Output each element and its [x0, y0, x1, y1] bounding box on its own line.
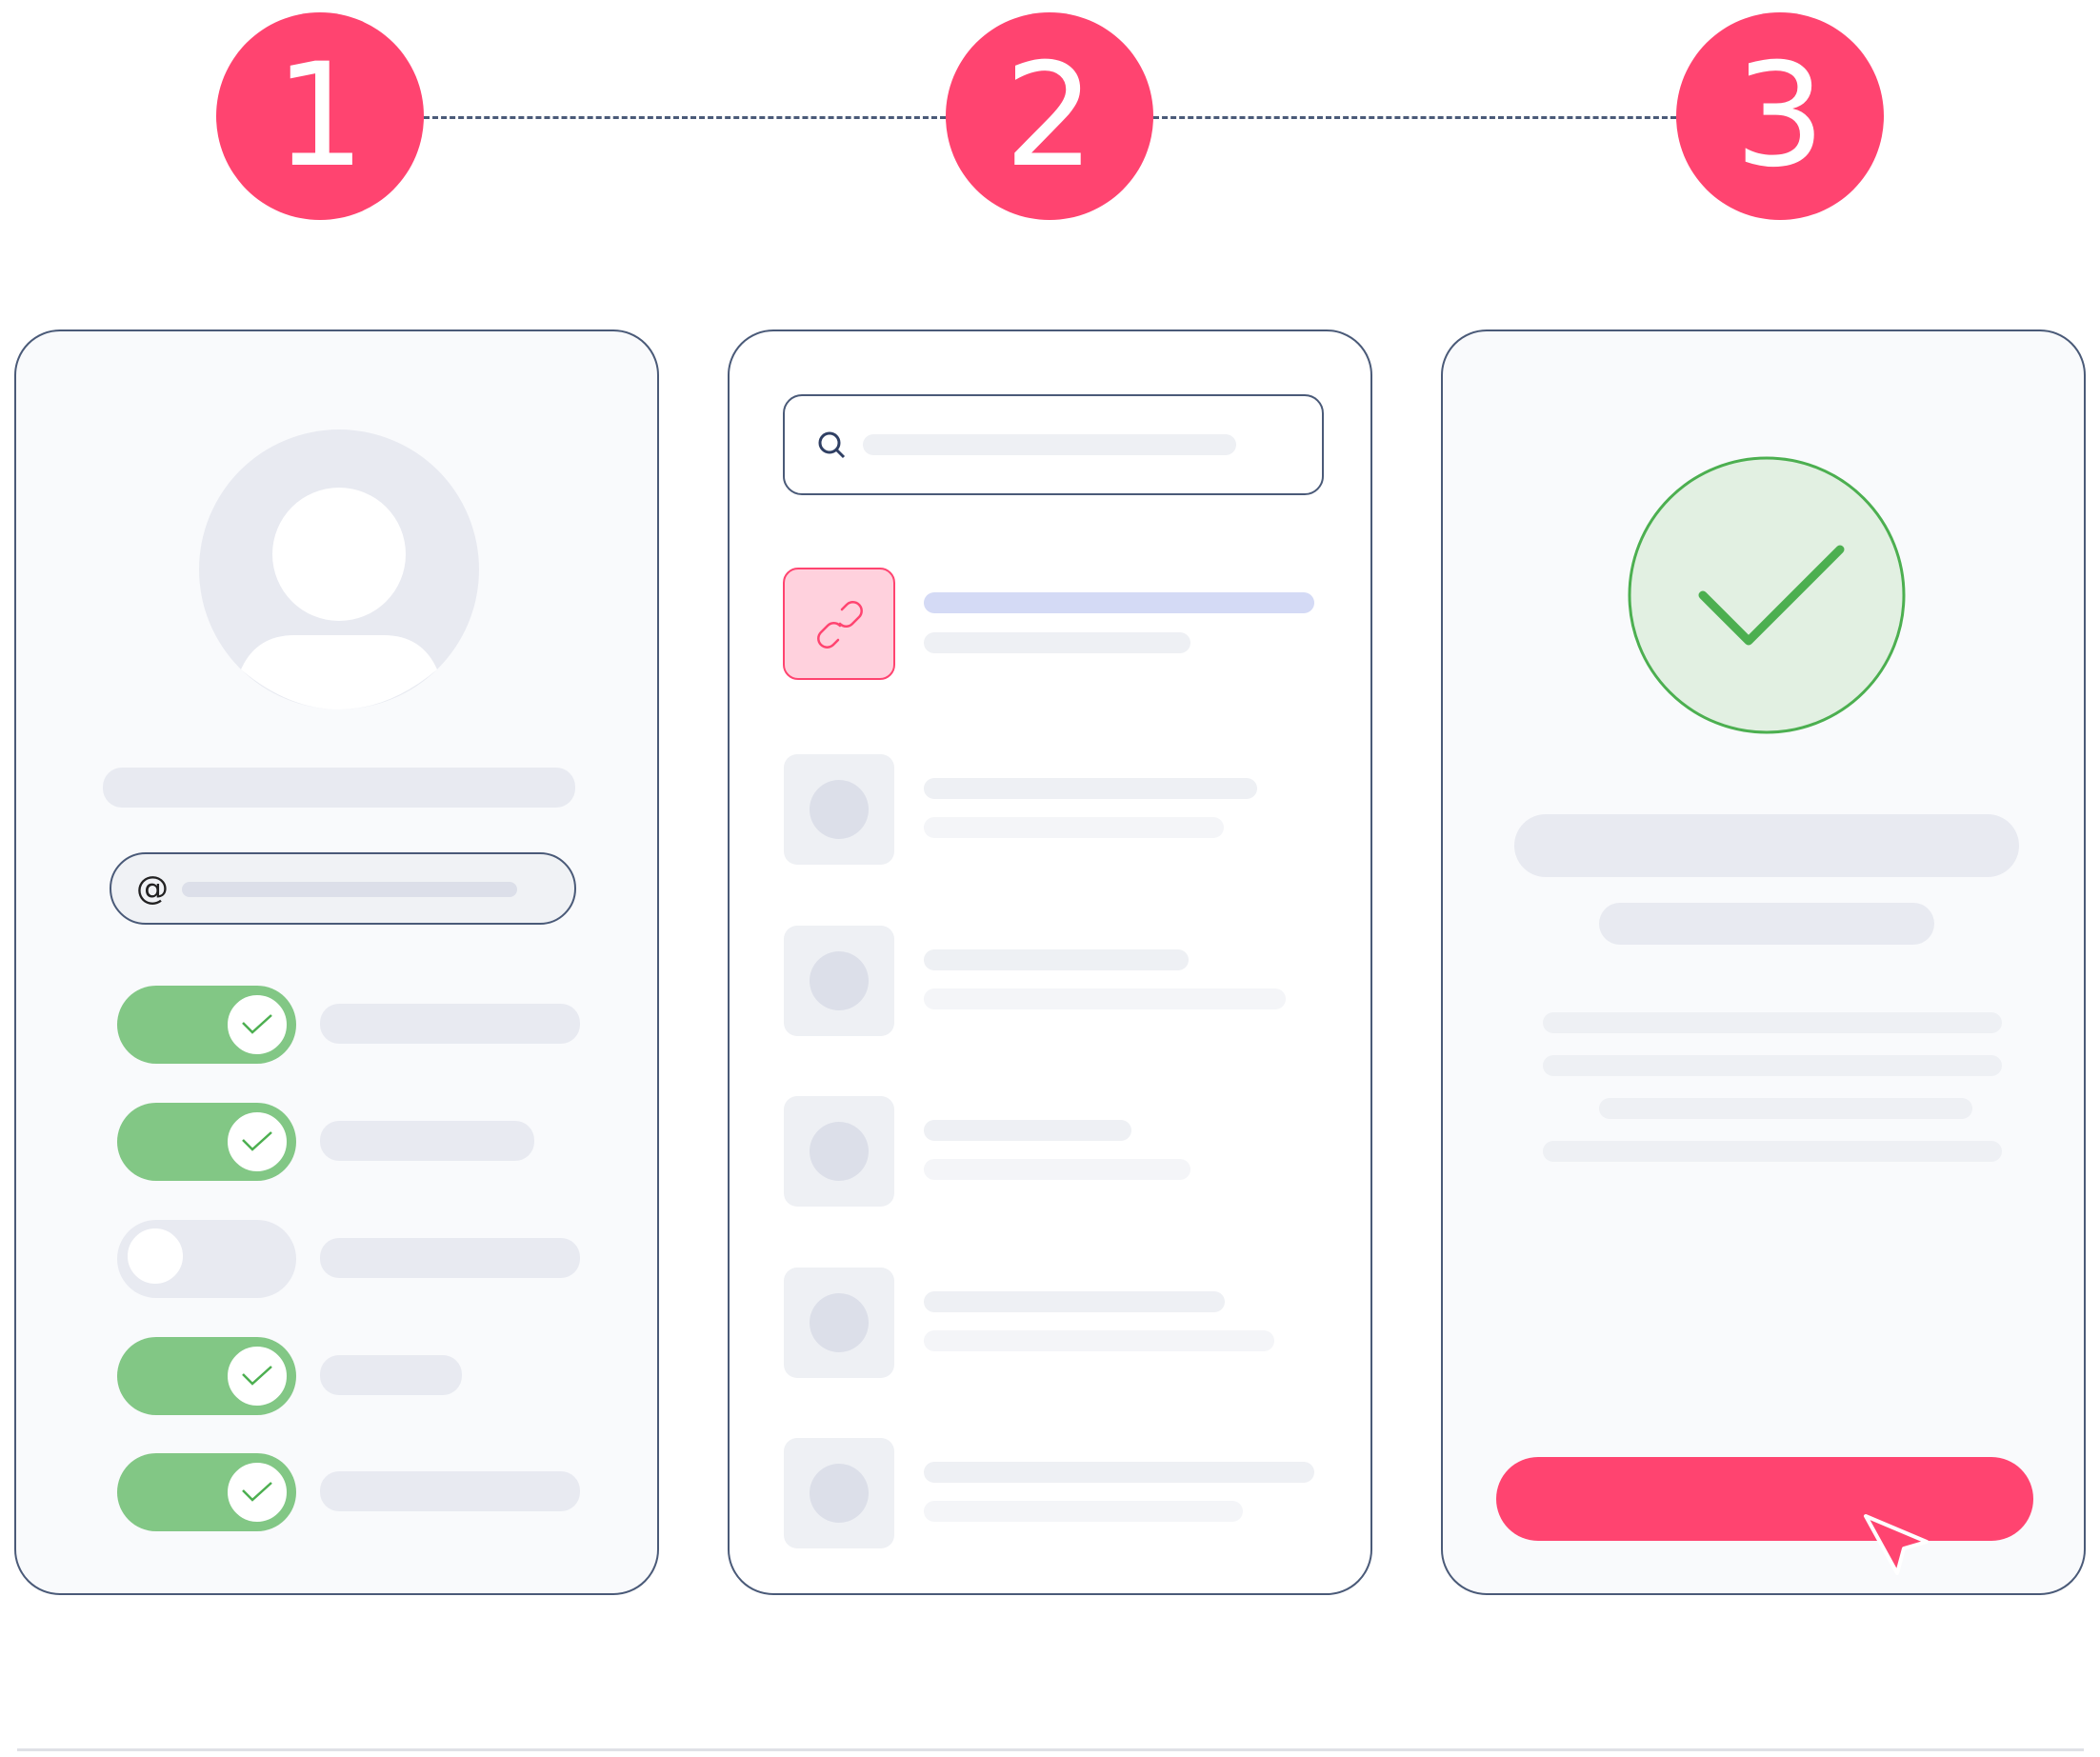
setting-toggle-2[interactable]: [117, 1103, 296, 1181]
search-input[interactable]: [783, 394, 1324, 495]
result-thumb: [784, 1096, 894, 1207]
profile-panel: @: [14, 329, 659, 1595]
setting-toggle-1[interactable]: [117, 986, 296, 1064]
cursor-arrow-icon: [1864, 1514, 1929, 1575]
result-subtitle: [924, 1330, 1274, 1351]
success-text-line-1: [1543, 1012, 2002, 1033]
result-subtitle: [924, 988, 1286, 1009]
search-panel: [728, 329, 1372, 1595]
setting-toggle-4[interactable]: [117, 1337, 296, 1415]
result-thumb-selected: [783, 568, 895, 680]
step-2-number: 2: [1004, 33, 1095, 199]
result-thumb: [784, 926, 894, 1036]
result-subtitle-selected: [924, 632, 1190, 653]
link-icon: [817, 601, 863, 649]
success-text-line-2: [1543, 1055, 2002, 1076]
name-placeholder-bar: [103, 768, 575, 808]
result-item[interactable]: [730, 926, 1374, 1040]
result-title: [924, 1462, 1314, 1483]
success-panel: [1441, 329, 2086, 1595]
result-thumb: [784, 1268, 894, 1378]
success-subtitle-placeholder: [1599, 903, 1934, 945]
step-connector-1-2: [424, 116, 946, 119]
result-subtitle: [924, 1501, 1243, 1522]
result-title-selected: [924, 592, 1314, 613]
setting-label-placeholder-5: [320, 1471, 580, 1511]
checkmark-icon: [1628, 456, 1906, 734]
setting-label-placeholder-3: [320, 1238, 580, 1278]
result-item-selected[interactable]: [730, 568, 1374, 682]
result-item[interactable]: [730, 1096, 1374, 1210]
confirm-button[interactable]: [1496, 1457, 2033, 1541]
success-text-line-4: [1543, 1141, 2002, 1162]
step-1-badge: 1: [216, 12, 424, 220]
result-title: [924, 778, 1257, 799]
avatar: [199, 429, 479, 709]
setting-toggle-3[interactable]: [117, 1220, 296, 1298]
check-icon: [242, 1014, 272, 1034]
toggle-knob: [223, 990, 291, 1059]
step-3-number: 3: [1734, 33, 1826, 199]
setting-label-placeholder-1: [320, 1004, 580, 1044]
toggle-knob: [223, 1108, 291, 1176]
check-icon: [242, 1482, 272, 1502]
footer-divider: [17, 1748, 2084, 1751]
result-subtitle: [924, 817, 1224, 838]
search-icon: [818, 431, 846, 459]
result-title: [924, 1291, 1225, 1312]
success-text-line-3: [1599, 1098, 1972, 1119]
email-field[interactable]: @: [110, 852, 576, 925]
result-title: [924, 949, 1189, 970]
search-placeholder-bar: [863, 434, 1236, 455]
result-item[interactable]: [730, 754, 1374, 869]
toggle-knob: [223, 1342, 291, 1410]
result-subtitle: [924, 1159, 1190, 1180]
result-thumb: [784, 1438, 894, 1548]
toggle-knob: [223, 1458, 291, 1527]
toggle-knob: [124, 1225, 187, 1288]
result-title: [924, 1120, 1131, 1141]
check-icon: [242, 1131, 272, 1151]
result-item[interactable]: [730, 1268, 1374, 1382]
check-icon: [242, 1366, 272, 1386]
step-2-badge: 2: [946, 12, 1153, 220]
step-connector-2-3: [1153, 116, 1676, 119]
step-1-number: 1: [274, 33, 366, 199]
step-3-badge: 3: [1676, 12, 1884, 220]
success-title-placeholder: [1514, 814, 2019, 877]
result-item[interactable]: [730, 1438, 1374, 1552]
at-symbol-icon: @: [136, 869, 169, 908]
email-value-placeholder: [182, 882, 517, 897]
setting-label-placeholder-4: [320, 1355, 462, 1395]
result-thumb: [784, 754, 894, 865]
setting-label-placeholder-2: [320, 1121, 534, 1161]
setting-toggle-5[interactable]: [117, 1453, 296, 1531]
